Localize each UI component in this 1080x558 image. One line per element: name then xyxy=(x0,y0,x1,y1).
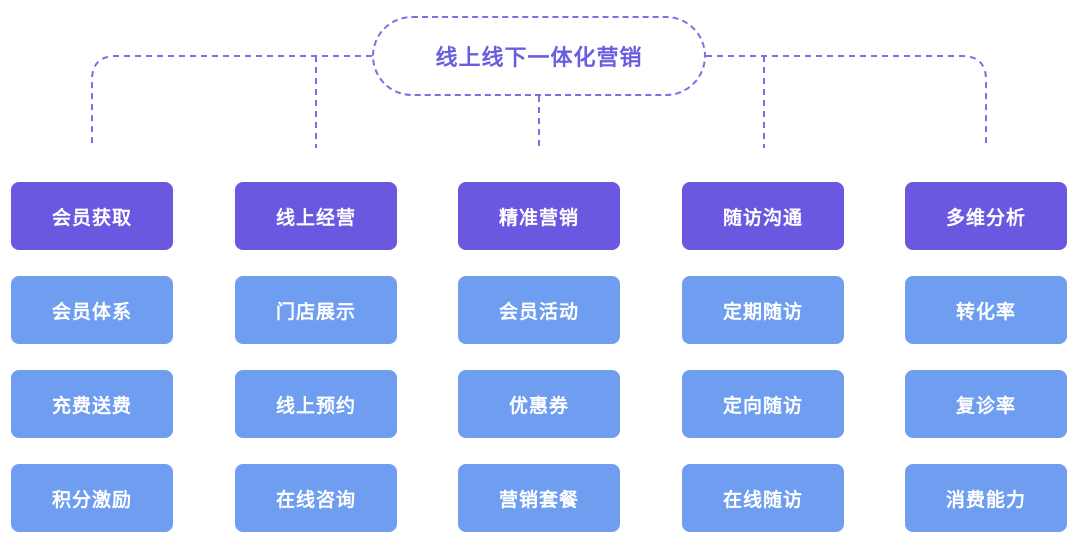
column-item: 在线随访 xyxy=(682,464,844,532)
column-header: 多维分析 xyxy=(905,182,1067,250)
column-online-operation: 线上经营 门店展示 线上预约 在线咨询 xyxy=(235,182,397,558)
column-precision-marketing: 精准营销 会员活动 优惠券 营销套餐 xyxy=(458,182,620,558)
column-member-acquisition: 会员获取 会员体系 充费送费 积分激励 xyxy=(11,182,173,558)
connector-left xyxy=(91,55,372,148)
column-item: 定期随访 xyxy=(682,276,844,344)
connector-right xyxy=(706,55,987,148)
column-item: 转化率 xyxy=(905,276,1067,344)
column-item: 会员活动 xyxy=(458,276,620,344)
column-item: 线上预约 xyxy=(235,370,397,438)
column-item: 定向随访 xyxy=(682,370,844,438)
root-label: 线上线下一体化营销 xyxy=(435,46,643,71)
column-analysis: 多维分析 转化率 复诊率 消费能力 xyxy=(905,182,1067,558)
column-item: 营销套餐 xyxy=(458,464,620,532)
column-item: 积分激励 xyxy=(11,464,173,532)
column-item: 优惠券 xyxy=(458,370,620,438)
column-header: 精准营销 xyxy=(458,182,620,250)
column-header: 线上经营 xyxy=(235,182,397,250)
column-header: 随访沟通 xyxy=(682,182,844,250)
column-follow-up: 随访沟通 定期随访 定向随访 在线随访 xyxy=(682,182,844,558)
column-item: 门店展示 xyxy=(235,276,397,344)
column-header: 会员获取 xyxy=(11,182,173,250)
column-item: 消费能力 xyxy=(905,464,1067,532)
column-item: 复诊率 xyxy=(905,370,1067,438)
column-item: 在线咨询 xyxy=(235,464,397,532)
column-item: 充费送费 xyxy=(11,370,173,438)
column-item: 会员体系 xyxy=(11,276,173,344)
root-node: 线上线下一体化营销 xyxy=(372,16,706,96)
